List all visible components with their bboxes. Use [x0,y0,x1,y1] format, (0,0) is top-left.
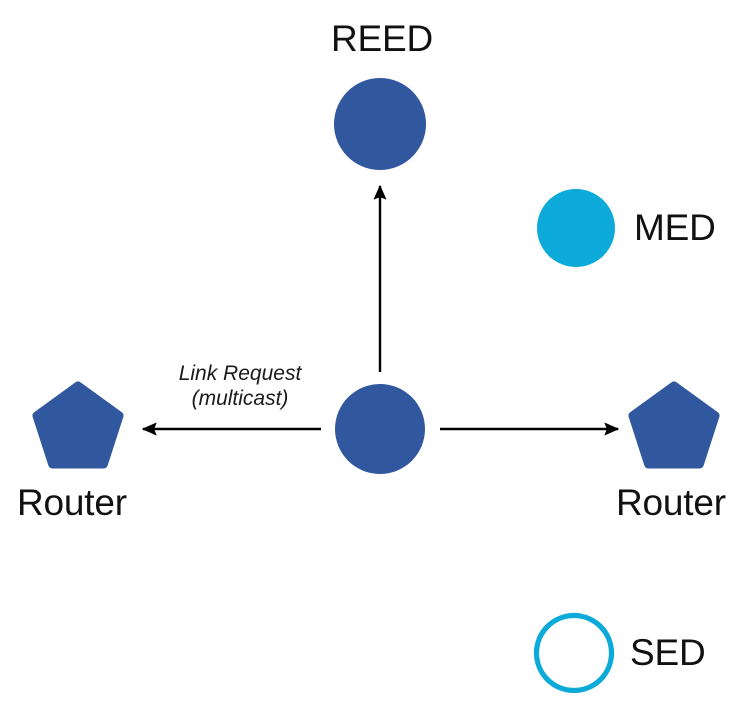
node-label-router-left: Router [17,482,127,523]
node-label-router-right: Router [616,482,726,523]
edge-label-link-request: Link Request (multicast) [160,362,320,412]
edge-label-line-1: Link Request [178,362,302,385]
node-router-right[interactable] [628,381,720,469]
edges-layer [141,184,620,436]
node-label-reed: REED [331,18,433,59]
node-med[interactable] [537,189,615,267]
node-reed[interactable] [334,78,426,170]
node-center-router[interactable] [335,384,425,474]
edge-label-line-2: (multicast) [191,386,289,410]
node-label-sed: SED [630,632,706,673]
node-sed[interactable] [533,612,615,694]
node-label-med: MED [634,207,716,248]
node-router-left[interactable] [32,381,124,469]
nodes-layer [32,78,720,694]
